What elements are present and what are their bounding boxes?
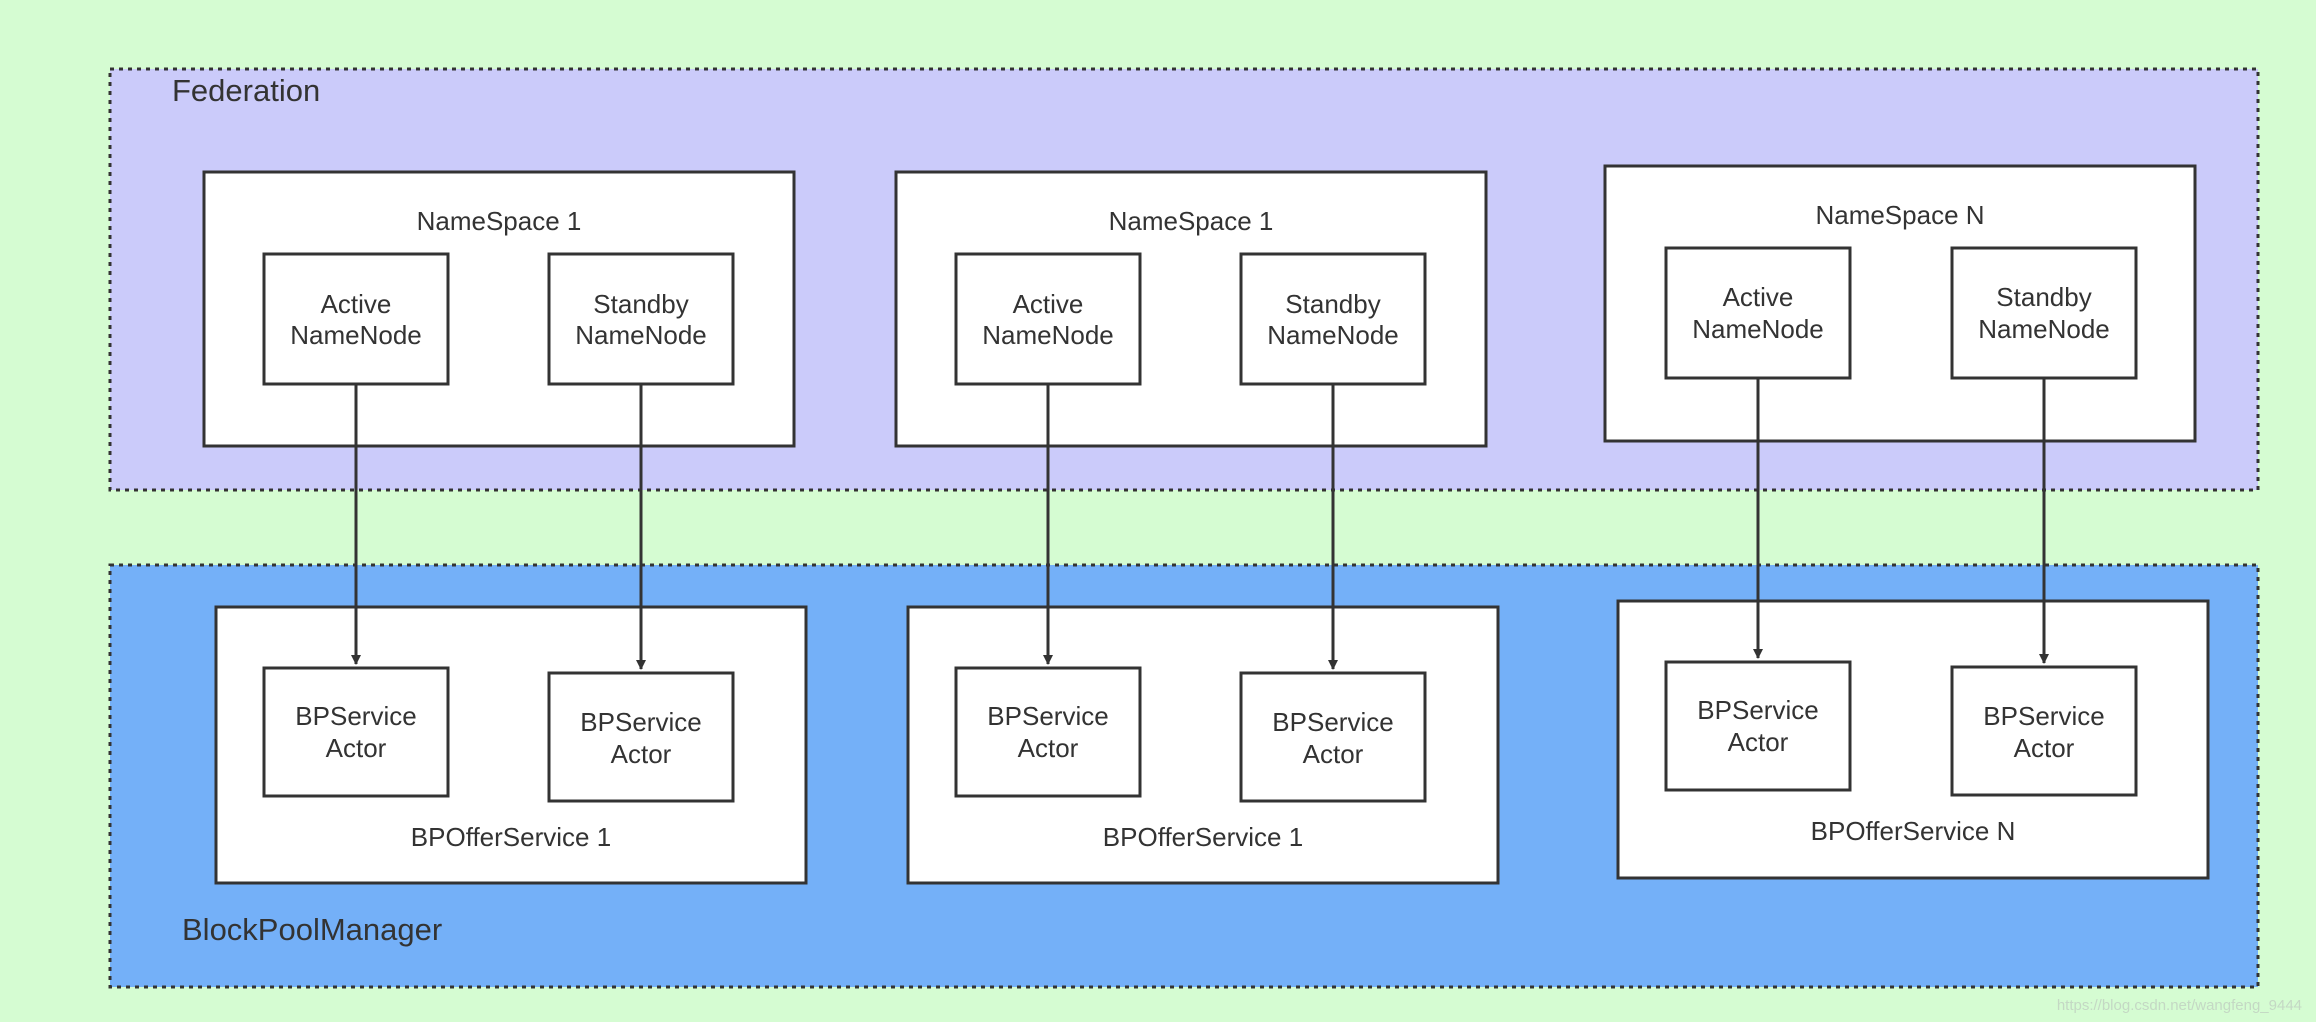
namespace-title: NameSpace 1 bbox=[417, 206, 582, 236]
bpofferservice-title: BPOfferService 1 bbox=[1103, 822, 1303, 852]
bpservice-actor-line2: Actor bbox=[1728, 727, 1789, 757]
namespace-box: NameSpace 1 Active NameNode Standby Name… bbox=[894, 170, 1488, 448]
bpservice-actor-box bbox=[1239, 671, 1427, 803]
namespace-box: NameSpace 1 Active NameNode Standby Name… bbox=[202, 170, 796, 448]
watermark-text: https://blog.csdn.net/wangfeng_9444 bbox=[2056, 997, 2302, 1014]
bpofferservice-title: BPOfferService N bbox=[1811, 816, 2016, 846]
bpservice-actor-line1: BPService bbox=[1272, 707, 1393, 737]
active-namenode-box bbox=[1664, 246, 1852, 380]
bpservice-actor-line2: Actor bbox=[1303, 739, 1364, 769]
active-namenode-line1: Active bbox=[1723, 282, 1794, 312]
namespace-box: NameSpace N Active NameNode Standby Name… bbox=[1603, 164, 2197, 443]
bpservice-actor-line1: BPService bbox=[295, 701, 416, 731]
bpservice-actor-line2: Actor bbox=[611, 739, 672, 769]
bpofferservice-box: BPService Actor BPService Actor BPOfferS… bbox=[906, 605, 1500, 885]
bpservice-actor-box bbox=[954, 666, 1142, 798]
federation-label: Federation bbox=[172, 73, 320, 108]
bpservice-actor-box bbox=[1664, 660, 1852, 792]
bpservice-actor-line1: BPService bbox=[580, 707, 701, 737]
bpservice-actor-box bbox=[1950, 665, 2138, 797]
bpofferservice-box: BPService Actor BPService Actor BPOfferS… bbox=[1616, 599, 2210, 880]
namespace-title: NameSpace 1 bbox=[1109, 206, 1274, 236]
bpservice-actor-box bbox=[547, 671, 735, 803]
active-namenode-line2: NameNode bbox=[1692, 314, 1824, 344]
bpservice-actor-box bbox=[262, 666, 450, 798]
active-namenode-box bbox=[954, 252, 1142, 386]
active-namenode-line2: NameNode bbox=[290, 320, 422, 350]
bpofferservice-box: BPService Actor BPService Actor BPOfferS… bbox=[214, 605, 808, 885]
active-namenode-line1: Active bbox=[321, 289, 392, 319]
active-namenode-line2: NameNode bbox=[982, 320, 1114, 350]
bpservice-actor-line1: BPService bbox=[1983, 701, 2104, 731]
namespace-title: NameSpace N bbox=[1815, 200, 1984, 230]
standby-namenode-line2: NameNode bbox=[1267, 320, 1399, 350]
active-namenode-line1: Active bbox=[1013, 289, 1084, 319]
blockpool-label: BlockPoolManager bbox=[182, 912, 442, 947]
standby-namenode-box bbox=[547, 252, 735, 386]
standby-namenode-line2: NameNode bbox=[1978, 314, 2110, 344]
standby-namenode-box bbox=[1950, 246, 2138, 380]
standby-namenode-line1: Standby bbox=[1285, 289, 1380, 319]
bpservice-actor-line2: Actor bbox=[326, 733, 387, 763]
bpservice-actor-line2: Actor bbox=[1018, 733, 1079, 763]
standby-namenode-line1: Standby bbox=[1996, 282, 2091, 312]
standby-namenode-box bbox=[1239, 252, 1427, 386]
bpservice-actor-line1: BPService bbox=[987, 701, 1108, 731]
standby-namenode-line1: Standby bbox=[593, 289, 688, 319]
bpofferservice-title: BPOfferService 1 bbox=[411, 822, 611, 852]
active-namenode-box bbox=[262, 252, 450, 386]
bpservice-actor-line1: BPService bbox=[1697, 695, 1818, 725]
standby-namenode-line2: NameNode bbox=[575, 320, 707, 350]
connector-arrows bbox=[351, 378, 2049, 670]
bpservice-actor-line2: Actor bbox=[2014, 733, 2075, 763]
